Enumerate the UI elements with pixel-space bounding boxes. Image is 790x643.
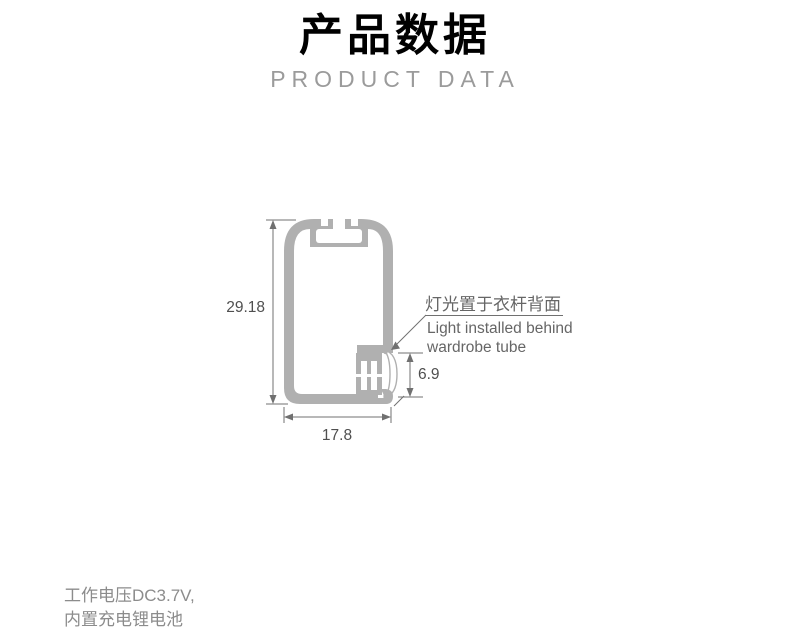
lower-clip-notch-1 xyxy=(361,377,367,390)
tslot-channel xyxy=(316,229,362,243)
tslot-opening xyxy=(333,217,345,231)
width-dimension-label: 17.8 xyxy=(322,427,352,444)
profile-shell xyxy=(284,219,393,404)
tslot-notch-right xyxy=(351,217,358,226)
light-height-dimension: 6.9 xyxy=(393,352,440,407)
annotation-en-line1: Light installed behind xyxy=(427,320,573,337)
tslot-notch-left xyxy=(321,217,328,226)
lower-clip xyxy=(356,377,382,395)
width-dimension: 17.8 xyxy=(283,407,392,444)
page-subtitle: PRODUCT DATA xyxy=(270,66,520,93)
diffuser-curl-top xyxy=(383,349,388,355)
upper-clip-notch-2 xyxy=(371,361,377,374)
lower-clip-notch-2 xyxy=(371,377,377,390)
annotation-en-line2: wardrobe tube xyxy=(426,339,526,356)
profile-cross-section xyxy=(284,217,401,404)
spec-text: 工作电压DC3.7V, 内置充电锂电池 xyxy=(64,584,195,632)
leader-arrowhead-icon xyxy=(391,341,400,350)
header: 产品数据 PRODUCT DATA xyxy=(0,0,790,93)
upper-clip xyxy=(356,353,382,374)
page-title: 产品数据 xyxy=(299,11,491,60)
upper-clip-notch-1 xyxy=(361,361,367,374)
wall-ledge xyxy=(357,345,383,353)
bottom-curl xyxy=(376,389,393,404)
battery-spec: 内置充电锂电池 xyxy=(64,610,183,629)
light-height-dimension-label: 6.9 xyxy=(418,366,440,383)
height-dimension: 29.18 xyxy=(226,219,296,405)
voltage-spec: 工作电压DC3.7V, xyxy=(64,586,195,605)
light-annotation: 灯光置于衣杆背面 Light installed behind wardrobe… xyxy=(391,295,573,356)
leader-arrow xyxy=(391,314,563,350)
height-dimension-label: 29.18 xyxy=(226,299,265,316)
annotation-cn: 灯光置于衣杆背面 xyxy=(425,295,561,314)
